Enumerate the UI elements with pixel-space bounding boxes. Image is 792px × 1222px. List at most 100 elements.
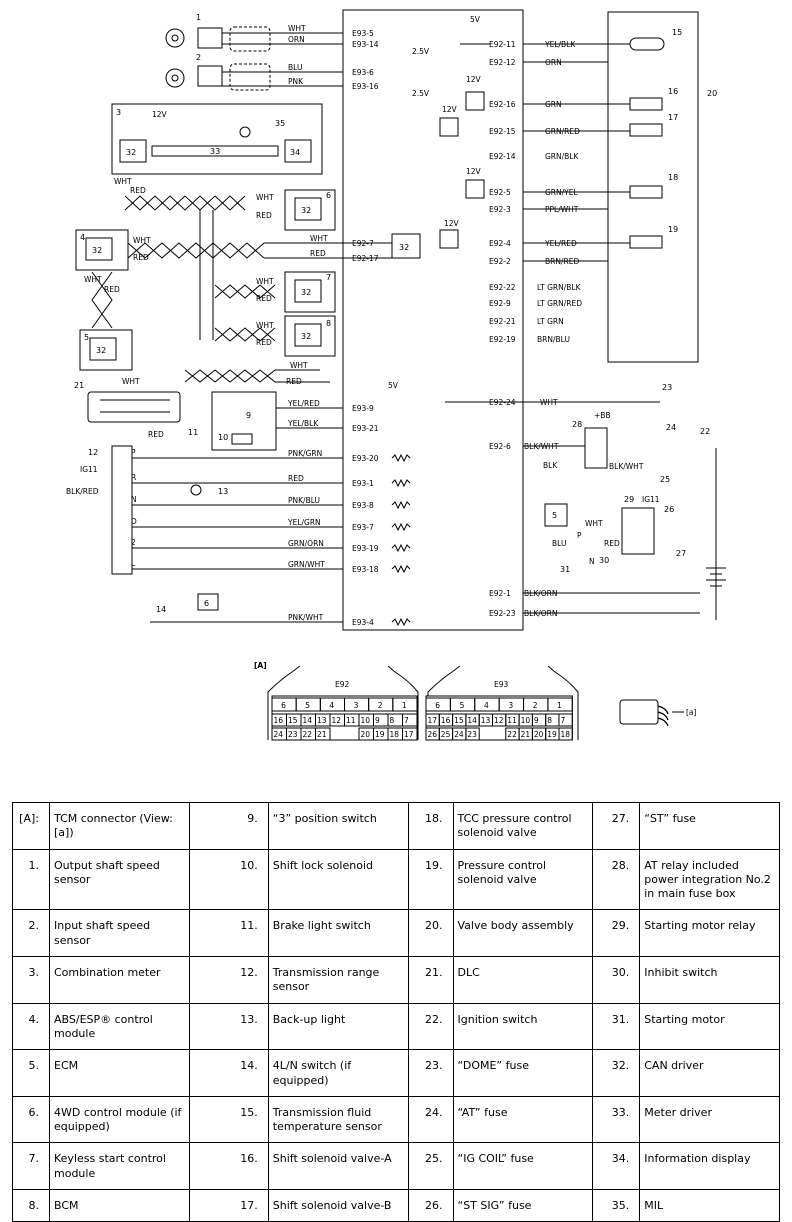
svg-text:5V: 5V	[470, 15, 481, 24]
tcm-pin-label: E93-18	[352, 565, 379, 574]
tcm-left-pins: E93-5WHTE93-14ORNE93-6BLUE93-16PNKE92-7W…	[287, 24, 411, 627]
legend-key: 11.	[188, 909, 269, 958]
tcm-pin-label: E93-8	[352, 501, 374, 510]
wire-color-label: PNK/BLU	[288, 496, 320, 505]
wire-color-label: PNK/GRN	[288, 449, 322, 458]
svg-text:32: 32	[96, 346, 106, 355]
svg-text:11: 11	[188, 428, 198, 437]
svg-text:32: 32	[126, 148, 136, 157]
svg-text:32: 32	[301, 332, 311, 341]
connector-pin-number: 21	[521, 730, 531, 739]
tcm-pin-label: E92-16	[489, 100, 516, 109]
connector-pin-number: 23	[467, 730, 477, 739]
legend-description: “ST” fuse	[639, 802, 780, 850]
legend-key: 10.	[188, 848, 269, 911]
svg-text:10: 10	[218, 433, 228, 442]
svg-text:8: 8	[326, 319, 331, 328]
connector-pin-number: 17	[404, 730, 414, 739]
wire-color-label: BRN/BLU	[537, 335, 570, 344]
svg-text:BLK/WHT: BLK/WHT	[609, 462, 644, 471]
combination-meter: 3 32 33 34 35 12V	[111, 103, 323, 175]
tcm-pin-label: E92-24	[489, 398, 516, 407]
svg-text:18: 18	[668, 173, 678, 182]
legend-description: BCM	[49, 1189, 190, 1222]
svg-text:P: P	[577, 531, 582, 540]
svg-text:23: 23	[662, 383, 672, 392]
can-modules: 326 324 32 327 328 325	[75, 189, 421, 371]
wire-color-label: BLK/ORN	[524, 609, 558, 618]
resistor-symbol	[391, 617, 411, 627]
connector-pin-number: 15	[288, 716, 298, 725]
wire-color-label: GRN/WHT	[288, 560, 325, 569]
tcm-pin-label: E93-6	[352, 68, 374, 77]
legend-row: 6.4WD control module (if equipped)15.Tra…	[12, 1095, 780, 1144]
legend-description: “AT” fuse	[452, 1095, 594, 1144]
connector-pin-number: 13	[317, 716, 327, 725]
sensor-wires	[222, 32, 343, 87]
svg-text:12V: 12V	[444, 219, 460, 228]
wire-color-label: PNK	[288, 77, 304, 86]
tcm-pin-label: E93-1	[352, 479, 374, 488]
legend-description: Pressure control solenoid valve	[452, 848, 594, 911]
connector-pin-number: 4	[329, 701, 334, 710]
resistor-symbol	[391, 522, 411, 532]
svg-text:26: 26	[664, 505, 674, 514]
legend-key: 22.	[407, 1002, 454, 1051]
legend-key: 20.	[407, 909, 454, 958]
ground-symbols	[439, 43, 490, 249]
relay-area: 28 29 IG11 5 WHT RED BLU P N 30 31 BLK B…	[543, 383, 726, 620]
connector-pin-number: 9	[375, 716, 380, 725]
svg-text:WHT: WHT	[585, 519, 603, 528]
wire-color-label: GRN/BLK	[545, 152, 579, 161]
legend-description: 4L/N switch (if equipped)	[267, 1049, 409, 1097]
svg-text:4: 4	[80, 233, 85, 242]
svg-text:17: 17	[668, 113, 678, 122]
legend-key: 25.	[407, 1142, 454, 1191]
tcm-pin-label: E92-17	[352, 254, 379, 263]
svg-text:5: 5	[552, 511, 557, 520]
svg-text:RED: RED	[104, 285, 120, 294]
legend-description: Output shaft speed sensor	[49, 848, 190, 911]
tcm-pin-label: E92-11	[489, 40, 516, 49]
wire-color-label: YEL/GRN	[287, 518, 321, 527]
tcm-pin-label: E92-9	[489, 299, 511, 308]
connector-pin-number: 15	[454, 716, 464, 725]
connector-pin-number: 14	[467, 716, 477, 725]
connector-pin-number: 5	[305, 701, 310, 710]
tcm-pin-label: E93-21	[352, 424, 379, 433]
resistor-symbol	[391, 543, 411, 553]
wire-color-label: LT GRN/BLK	[537, 283, 582, 292]
connector-pin-number: 17	[428, 716, 438, 725]
connector-pin-number: 7	[561, 716, 566, 725]
legend-key: 15.	[188, 1095, 269, 1144]
tcm-box	[342, 9, 524, 631]
svg-text:RED: RED	[256, 211, 272, 220]
connector-pin-number: 6	[435, 701, 440, 710]
legend-description: CAN driver	[639, 1049, 780, 1097]
svg-text:2: 2	[131, 538, 136, 547]
wire-color-label: GRN	[545, 100, 562, 109]
svg-text:WHT: WHT	[256, 193, 274, 202]
legend-description: “IG COIL” fuse	[452, 1142, 594, 1191]
svg-text:R: R	[131, 473, 136, 482]
svg-text:21: 21	[74, 381, 84, 390]
connector-pin-number: 22	[303, 730, 313, 739]
svg-text:6: 6	[326, 191, 331, 200]
svg-text:34: 34	[290, 148, 300, 157]
tcm-pin-label: E93-7	[352, 523, 374, 532]
wire-color-label: BLK/ORN	[524, 589, 558, 598]
legend-key: 6.	[12, 1095, 50, 1144]
connector-pin-number: 21	[317, 730, 327, 739]
svg-text:WHT: WHT	[122, 377, 140, 386]
legend-key: 28.	[592, 848, 641, 911]
input-shaft-speed-sensor: 2	[165, 53, 271, 91]
resistor-symbol	[391, 564, 411, 574]
legend-description: Information display	[639, 1142, 780, 1191]
connector-pin-number: 7	[404, 716, 409, 725]
wire-color-label: WHT	[310, 234, 328, 243]
